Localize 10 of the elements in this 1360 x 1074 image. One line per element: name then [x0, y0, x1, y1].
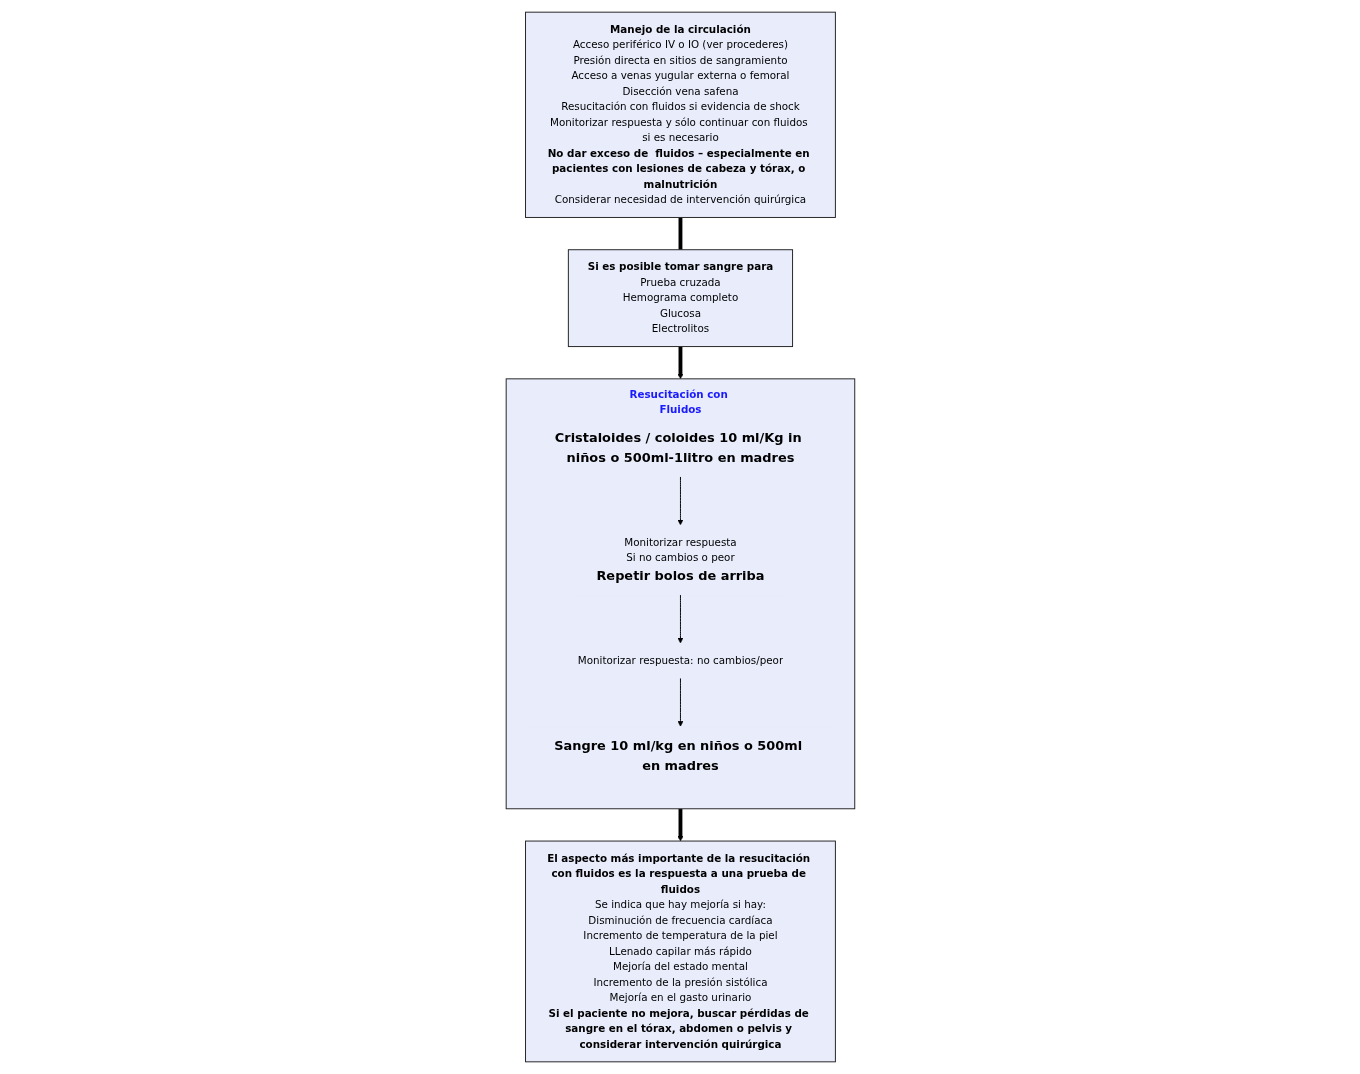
- node-box: Manejo de la circulación Acceso periférico IV o IO (ver procederes) Presión directa en sitios de sangramiento Acceso a venas yugular externa o femoral Disección vena safena Resucitación con fluidos si evidencia de shock Monitorizar respuesta y sólo continuar con fluidos si es necesario No dar exceso de fluidos – especialmente en pacientes con lesiones de cabeza y tórax, o malnutrición Considerar necesidad de intervención quirúrgica: [524, 11, 836, 218]
- node-text: Cristaloides / coloides 10 ml/Kg in niños o 500ml-1litro en madres: [554, 430, 802, 466]
- node-text: Sangre 10 ml/kg en niños o 500ml en madres: [553, 738, 802, 773]
- node-text: Monitorizar respuesta Si no cambios o peor Repetir bolos de arriba: [595, 536, 765, 584]
- node-box: El aspecto más importante de la resucitación con fluidos es la respuesta a una prueba de fluidos Se indica que hay mejoría si hay: Disminución de frecuencia cardíaca Incremento de temperatura de la piel LLenado capilar más rápido Mejoría del estado mental Incremento de la presión sistólica Mejoría en el gasto urinario Si el paciente no mejora, buscar pérdidas de sangre en el tórax, abdomen o pelvis y considerar intervención quirúrgica: [524, 840, 836, 1063]
- connector: [678, 217, 682, 250]
- node-box: Si es posible tomar sangre para Prueba cruzada Hemograma completo Glucosa Electrolitos: [567, 249, 793, 348]
- arrow: [677, 346, 683, 380]
- arrow: [677, 808, 683, 842]
- node-text: Monitorizar respuesta: no cambios/peor: [577, 654, 783, 667]
